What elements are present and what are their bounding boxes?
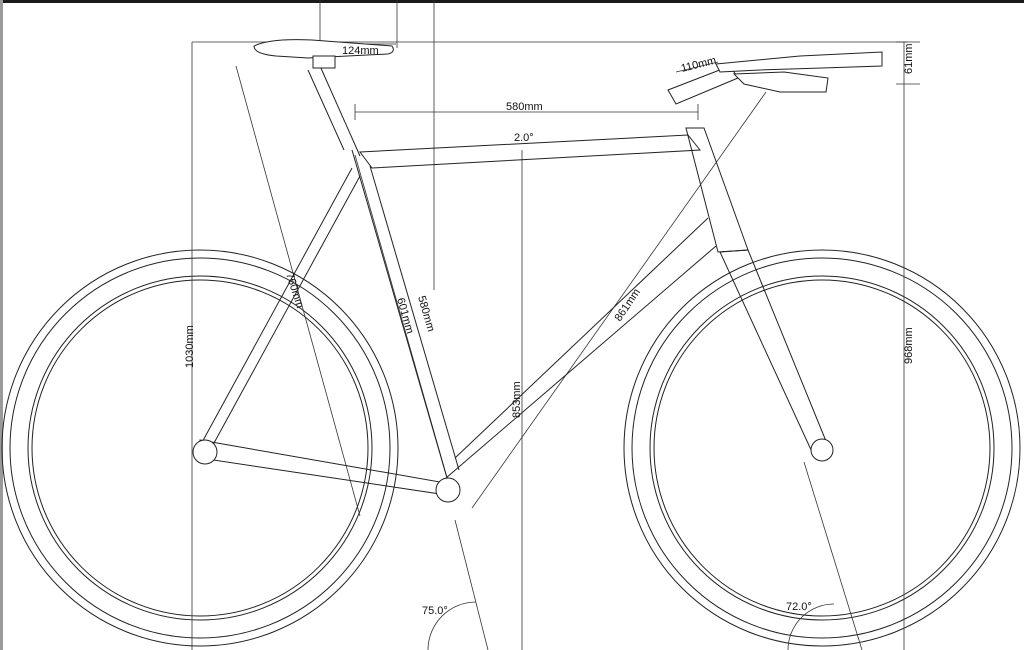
label-total-height: 1030mm [184, 325, 196, 368]
label-seat-tube-length: 601mm [394, 297, 416, 336]
label-stack-height: 853mm [511, 381, 523, 418]
label-stem-length: 110mm [680, 55, 718, 75]
seatpost-clamp [312, 55, 336, 69]
bottom-bracket [435, 477, 461, 503]
rear-wheel [1, 249, 399, 647]
saddle [253, 39, 394, 59]
front-wheel [623, 249, 1021, 647]
window-left-border [0, 0, 3, 650]
label-seat-angle: 75.0° [422, 605, 448, 617]
label-effective-top-tube: 580mm [506, 101, 543, 113]
label-bar-height: 968mm [903, 327, 915, 364]
aerobars-upper [715, 51, 883, 73]
angle-arcs [427, 601, 835, 650]
label-top-tube-angle: 2.0° [514, 132, 534, 144]
aerobars-lower [732, 71, 829, 93]
label-seat-tube-c-t: 580mm [415, 295, 437, 334]
label-seatpost-setback: 124mm [342, 45, 379, 57]
dimension-labels: 124mm 110mm 61mm 580mm 2.0° 760mm 601mm … [184, 43, 915, 617]
label-stack-spacer: 61mm [903, 43, 915, 74]
label-saddle-to-bar: 861mm [613, 287, 643, 324]
components [192, 39, 883, 503]
dimension-lines [191, 0, 920, 650]
rear-derailleur [192, 439, 218, 465]
label-head-angle: 72.0° [786, 601, 812, 613]
window-top-border [0, 0, 1024, 3]
front-hub [810, 438, 834, 462]
